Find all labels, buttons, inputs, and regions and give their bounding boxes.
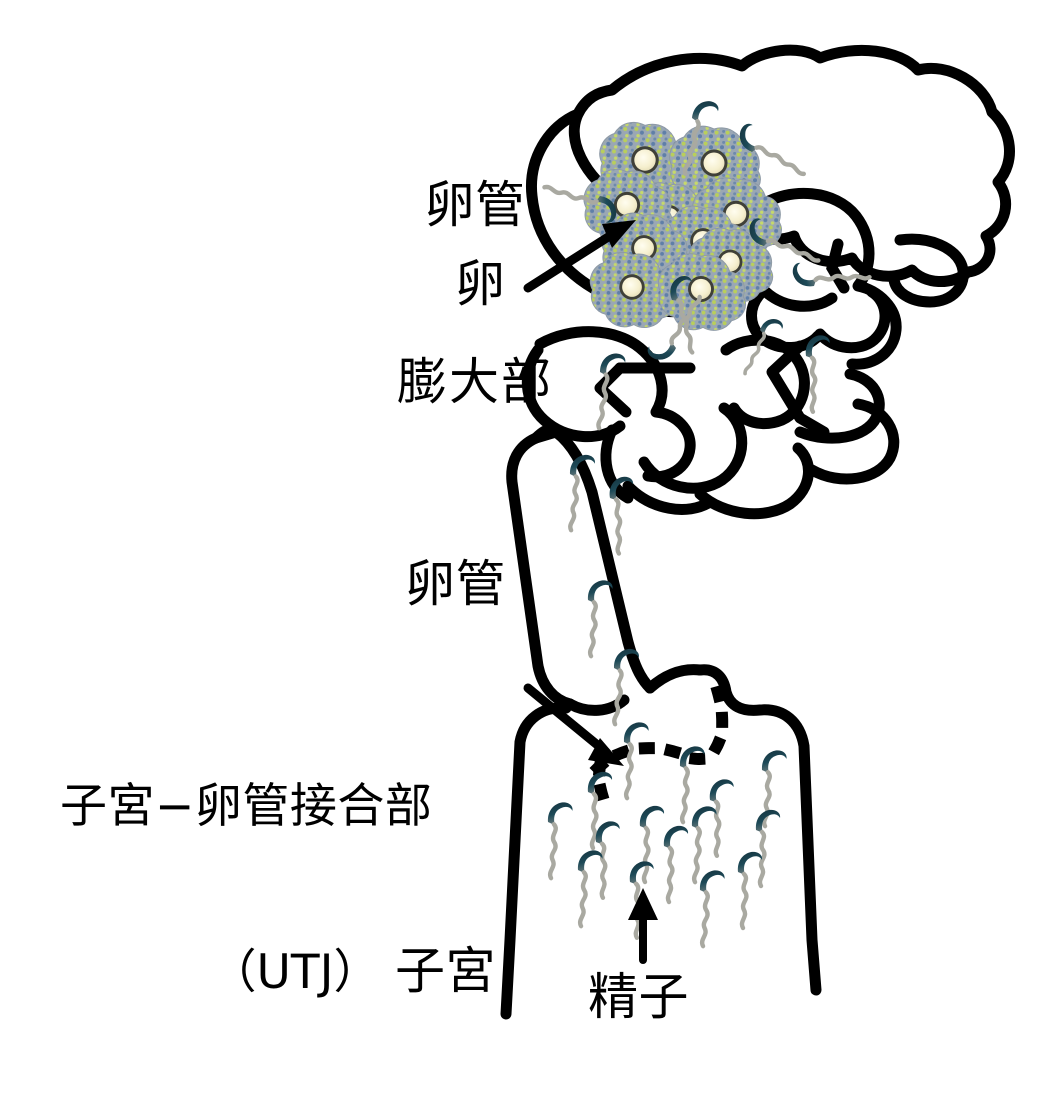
label-ampulla-line1: 卵管 (424, 176, 526, 234)
utj-pointer-arrow (523, 683, 624, 766)
label-utj-line2: （UTJ） (209, 945, 381, 1001)
label-utj-line1: 子宮−卵管接合部 (60, 778, 433, 834)
sperm-pointer-arrow (628, 888, 658, 964)
label-sperm: 精子 (588, 968, 689, 1026)
diagram-canvas: 卵管 膨大部 卵 卵管 子宮−卵管接合部 （UTJ） 子宮 精子 (60, 44, 1015, 1026)
anatomy-illustration (500, 44, 1015, 1020)
coiled-oviduct-outline (521, 187, 969, 520)
label-oviduct: 卵管 (405, 555, 506, 613)
label-ampulla-line2: 膨大部 (397, 353, 553, 411)
label-ampulla: 卵管 膨大部 (360, 58, 590, 530)
isthmus-outline (506, 424, 706, 716)
sperm-in-uterus (546, 746, 787, 947)
label-egg: 卵 (455, 255, 506, 313)
label-utj: 子宮−卵管接合部 （UTJ） (60, 668, 530, 1112)
label-uterus: 子宮 (395, 942, 496, 1000)
egg-pointer-arrow (523, 220, 636, 293)
utj-dotted-line (589, 678, 729, 808)
